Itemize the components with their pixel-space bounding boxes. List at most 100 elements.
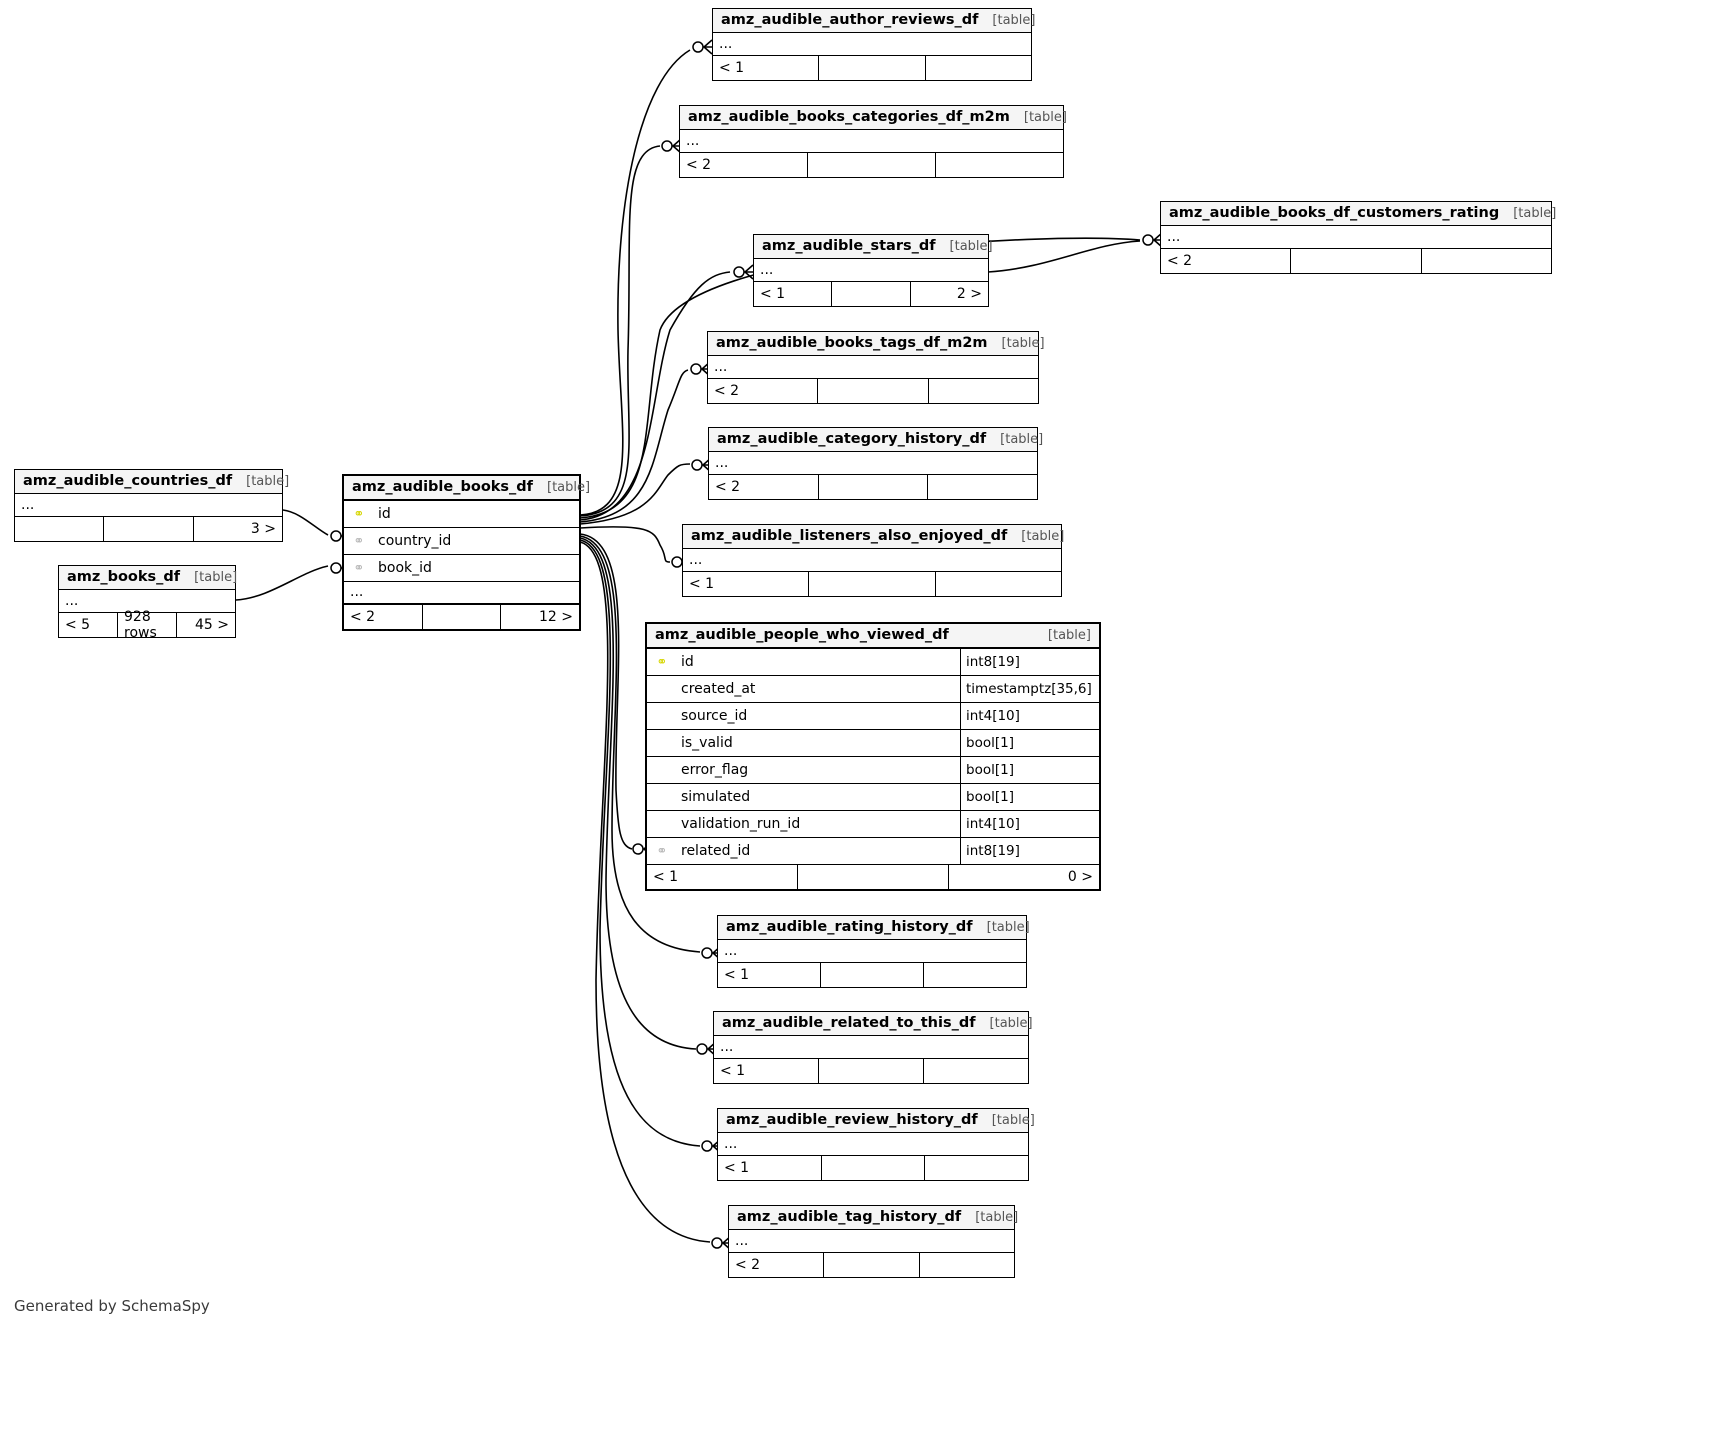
table-row[interactable]: ⚭ created_at timestamptz[35,6] — [647, 676, 1099, 703]
table-header: amz_audible_countries_df [table] — [15, 470, 289, 494]
footer-middle — [823, 1253, 918, 1277]
table-header: amz_audible_category_history_df [table] — [709, 428, 1043, 452]
key-icon: ⚭ — [656, 654, 668, 670]
column-type: bool[1] — [960, 730, 1099, 756]
table-node-rating-history[interactable]: amz_audible_rating_history_df [table] ..… — [717, 915, 1030, 988]
table-row[interactable]: ⚭ related_id int8[19] — [647, 838, 1099, 865]
footer-left: < 2 — [714, 383, 740, 399]
table-footer: < 1 — [718, 1156, 1028, 1180]
table-node-review-history[interactable]: amz_audible_review_history_df [table] ..… — [717, 1108, 1035, 1181]
footer-left: < 1 — [760, 286, 786, 302]
column-type: timestamptz[35,6] — [960, 676, 1099, 702]
column-name: book_id — [378, 560, 432, 576]
footer-middle — [831, 282, 909, 306]
column-cell: ⚭ error_flag — [647, 757, 960, 783]
table-node-stars[interactable]: amz_audible_stars_df [table] ... < 1 2 > — [753, 234, 993, 307]
table-node-books[interactable]: amz_audible_books_df [table] ⚭ id ⚭ coun… — [342, 474, 590, 631]
column-name: error_flag — [681, 762, 749, 778]
table-row[interactable]: ⚭ book_id — [344, 555, 579, 582]
columns-ellipsis: ... — [680, 130, 1063, 153]
footer-middle — [817, 379, 927, 403]
footer-right — [923, 963, 1026, 987]
table-type-tag: [table] — [246, 473, 290, 489]
footer-right — [924, 56, 1031, 80]
table-footer: < 1 — [718, 963, 1026, 987]
columns-ellipsis: ... — [718, 1133, 1028, 1156]
column-type: bool[1] — [960, 757, 1099, 783]
table-footer: < 1 2 > — [754, 282, 988, 306]
table-node-customers-rating[interactable]: amz_audible_books_df_customers_rating [t… — [1160, 201, 1556, 274]
column-cell: ⚭ book_id — [344, 555, 579, 581]
table-footer: < 1 — [683, 572, 1061, 596]
table-node-author-reviews[interactable]: amz_audible_author_reviews_df [table] ..… — [712, 8, 1036, 81]
footer-left — [15, 517, 103, 541]
column-type: int4[10] — [960, 811, 1099, 837]
footer-middle — [820, 963, 923, 987]
footer-middle — [1290, 249, 1420, 273]
table-row[interactable]: ⚭ source_id int4[10] — [647, 703, 1099, 730]
columns-ellipsis: ... — [1161, 226, 1551, 249]
footer-right — [927, 475, 1037, 499]
table-title: amz_audible_books_tags_df_m2m — [716, 335, 988, 351]
table-type-tag: [table] — [992, 12, 1036, 28]
table-header: amz_books_df [table] — [59, 566, 237, 590]
table-header: amz_audible_books_categories_df_m2m [tab… — [680, 106, 1067, 130]
table-row[interactable]: ⚭ error_flag bool[1] — [647, 757, 1099, 784]
table-node-books-tags-m2m[interactable]: amz_audible_books_tags_df_m2m [table] ..… — [707, 331, 1045, 404]
table-footer: < 2 — [729, 1253, 1014, 1277]
table-type-tag: [table] — [1513, 205, 1557, 221]
table-type-tag: [table] — [986, 919, 1030, 935]
table-node-amz-books[interactable]: amz_books_df [table] ... < 5 928 rows 45… — [58, 565, 237, 641]
table-type-tag: [table] — [1000, 431, 1044, 447]
footer-middle — [818, 1059, 923, 1083]
footer-right — [927, 379, 1038, 403]
table-row[interactable]: ⚭ id — [344, 501, 579, 528]
table-node-tag-history[interactable]: amz_audible_tag_history_df [table] ... <… — [728, 1205, 1018, 1278]
column-cell: ⚭ validation_run_id — [647, 811, 960, 837]
table-node-books-categories-m2m[interactable]: amz_audible_books_categories_df_m2m [tab… — [679, 105, 1067, 178]
footer-middle — [820, 1156, 925, 1180]
table-row[interactable]: ⚭ is_valid bool[1] — [647, 730, 1099, 757]
table-row[interactable]: ⚭ id int8[19] — [647, 649, 1099, 676]
table-node-people-who-viewed[interactable]: amz_audible_people_who_viewed_df [table]… — [645, 622, 1101, 891]
table-node-countries[interactable]: amz_audible_countries_df [table] ... 3 > — [14, 469, 289, 542]
table-footer: < 2 — [708, 379, 1038, 403]
footer-left: < 5 — [65, 617, 91, 633]
footer-right: 2 > — [909, 282, 988, 306]
table-node-listeners-also-enjoyed[interactable]: amz_audible_listeners_also_enjoyed_df [t… — [682, 524, 1064, 597]
column-cell: ⚭ related_id — [647, 838, 960, 864]
footer-left: < 1 — [653, 869, 679, 885]
footer-left: < 2 — [735, 1257, 761, 1273]
footer-left: < 1 — [720, 1063, 746, 1079]
column-type: int8[19] — [960, 649, 1099, 675]
columns-ellipsis: ... — [709, 452, 1037, 475]
table-title: amz_audible_books_df_customers_rating — [1169, 205, 1500, 221]
footer-left: < 1 — [724, 967, 750, 983]
columns-ellipsis: ... — [729, 1230, 1014, 1253]
table-row[interactable]: ⚭ validation_run_id int4[10] — [647, 811, 1099, 838]
table-header: amz_audible_stars_df [table] — [754, 235, 993, 259]
columns-ellipsis: ... — [59, 590, 235, 613]
table-node-related-to-this[interactable]: amz_audible_related_to_this_df [table] .… — [713, 1011, 1033, 1084]
key-icon: ⚭ — [353, 560, 365, 576]
footer-right — [934, 572, 1061, 596]
footer-right: 12 > — [500, 605, 579, 629]
table-footer: < 2 — [680, 153, 1063, 177]
column-cell: ⚭ country_id — [344, 528, 579, 554]
key-icon: ⚭ — [353, 533, 365, 549]
columns-ellipsis: ... — [713, 33, 1031, 56]
table-title: amz_audible_people_who_viewed_df — [655, 627, 949, 643]
table-node-category-history[interactable]: amz_audible_category_history_df [table] … — [708, 427, 1043, 500]
table-title: amz_audible_rating_history_df — [726, 919, 973, 935]
table-row[interactable]: ⚭ simulated bool[1] — [647, 784, 1099, 811]
table-header: amz_audible_review_history_df [table] — [718, 1109, 1035, 1133]
footer-middle — [818, 56, 924, 80]
column-type: bool[1] — [960, 784, 1099, 810]
table-type-tag: [table] — [975, 1209, 1019, 1225]
columns-ellipsis: ... — [714, 1036, 1028, 1059]
columns-ellipsis: ... — [708, 356, 1038, 379]
table-header: amz_audible_tag_history_df [table] — [729, 1206, 1018, 1230]
table-row[interactable]: ⚭ country_id — [344, 528, 579, 555]
footer-right — [924, 1156, 1028, 1180]
table-title: amz_audible_tag_history_df — [737, 1209, 962, 1225]
